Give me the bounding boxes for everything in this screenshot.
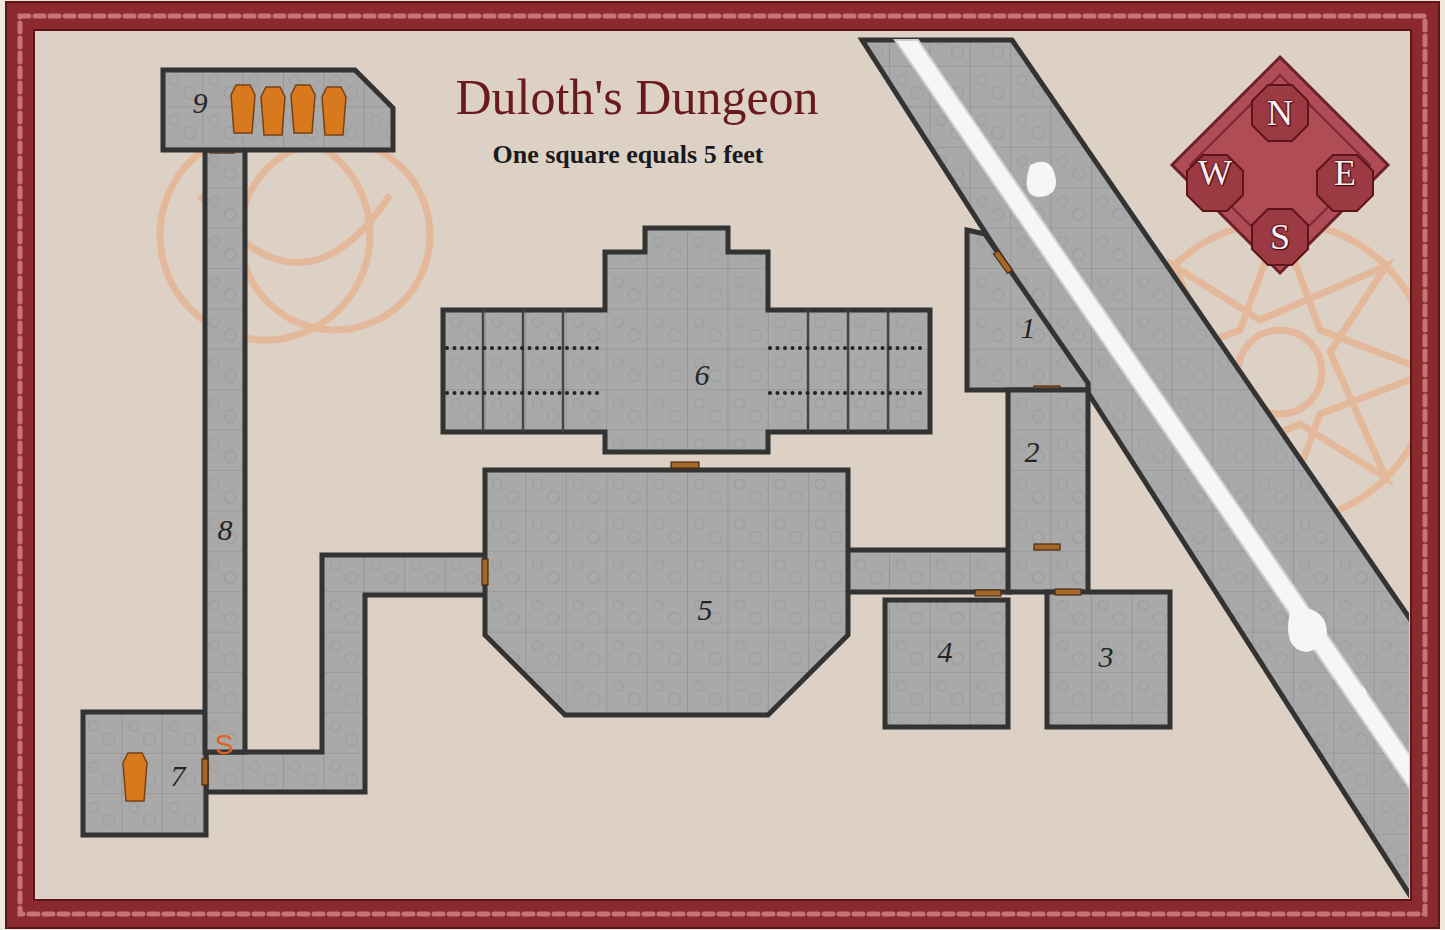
door (994, 251, 1013, 274)
secret-door-mark: S (215, 731, 234, 759)
room-outline (443, 228, 930, 452)
room-floor (83, 712, 206, 835)
scale-note: One square equals 5 feet (492, 142, 763, 168)
room-number: 8 (218, 515, 233, 545)
river-channel (862, 40, 1409, 898)
map-title: Duloth's Dungeon (455, 72, 818, 122)
room-floor (885, 600, 1008, 727)
coffin (322, 87, 346, 135)
room-number: 1 (1021, 313, 1036, 343)
dungeon-room: 8 (205, 150, 245, 752)
door (202, 759, 208, 785)
door (975, 590, 1001, 596)
room-number: 7 (171, 761, 186, 791)
room-floor (443, 228, 930, 452)
coffin (231, 85, 255, 133)
room-number: 4 (938, 637, 953, 667)
room-outline (967, 230, 1088, 390)
room-floor (1008, 390, 1088, 592)
room-floor (1047, 592, 1170, 727)
coffin (261, 87, 285, 135)
compass-letter: W (1198, 155, 1232, 191)
dungeon-room: 7 (83, 712, 206, 835)
compass-rose (1172, 57, 1388, 273)
dungeon-room: 4 (885, 600, 1008, 727)
room-number: 5 (698, 595, 713, 625)
door (1055, 589, 1081, 595)
room-number: 6 (695, 360, 710, 390)
dungeon-room: 9 (163, 70, 393, 150)
room-floor (205, 150, 245, 752)
frame (6, 2, 1439, 928)
coffin (291, 85, 315, 133)
room-outline (83, 712, 206, 835)
door (1034, 544, 1060, 550)
dungeon-room: 6 (443, 228, 930, 452)
door (671, 462, 699, 468)
room-floor (485, 470, 848, 715)
compass-letter: S (1270, 219, 1290, 255)
door (482, 559, 488, 585)
compass-letter: N (1267, 95, 1293, 131)
compass-letter: E (1334, 155, 1356, 191)
room-number: 3 (1099, 642, 1114, 672)
dungeon-room: 5 (485, 470, 848, 715)
room-outline (205, 150, 245, 752)
room-number: 9 (193, 88, 208, 118)
dungeon-room: 3 (1047, 592, 1170, 727)
room-floor (163, 70, 393, 150)
room-outline (485, 470, 848, 715)
dungeon-room: 1 (967, 230, 1088, 390)
room-number: 2 (1025, 437, 1040, 467)
coffin (123, 753, 147, 801)
cell-bars (445, 310, 922, 432)
dungeon-room: 2 (1008, 390, 1088, 592)
room-floor (967, 230, 1088, 390)
room-outline (1008, 390, 1088, 592)
